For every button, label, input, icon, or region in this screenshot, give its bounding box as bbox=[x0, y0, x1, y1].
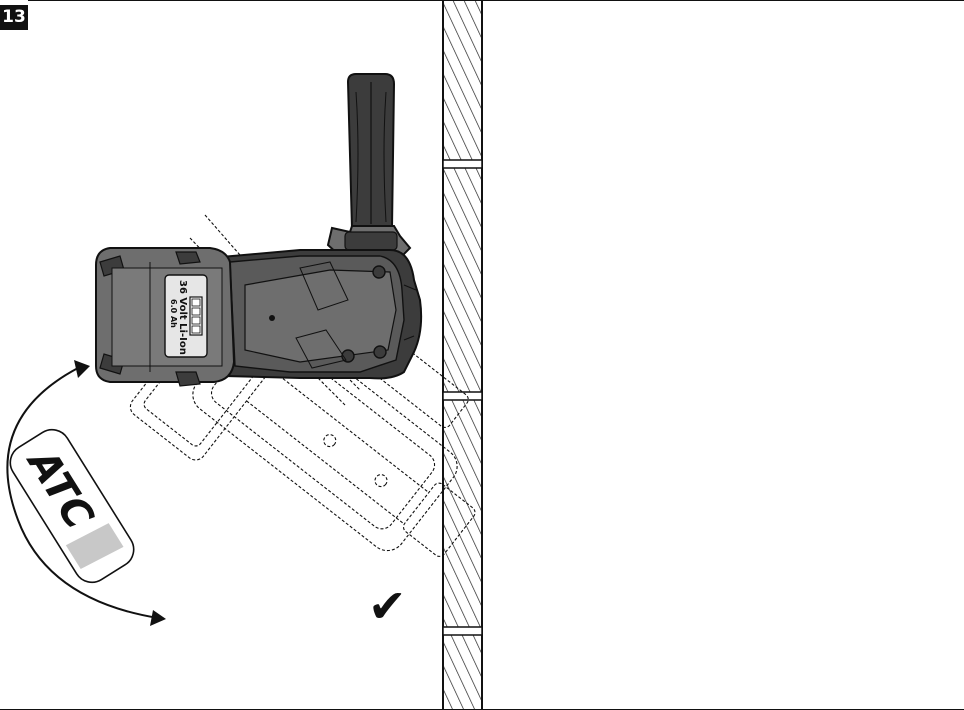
figure-number: 13 bbox=[0, 5, 28, 30]
battery-pack: 36 Volt Li-Ion 6.0 Ah bbox=[95, 247, 236, 387]
battery-label-plate: 36 Volt Li-Ion 6.0 Ah bbox=[164, 274, 208, 358]
checkmark-icon: ✔ bbox=[368, 579, 407, 633]
battery-capacity-label: 6.0 Ah bbox=[169, 299, 178, 328]
top-rule bbox=[28, 0, 964, 1]
wall bbox=[442, 0, 483, 710]
tool-body bbox=[208, 249, 423, 380]
rotation-arrow bbox=[6, 360, 166, 626]
charge-indicator bbox=[189, 296, 203, 336]
wall-mortar-joints bbox=[442, 159, 483, 636]
side-handle bbox=[326, 73, 412, 257]
atc-logo: ATC bbox=[9, 428, 135, 584]
battery-voltage-label: 36 Volt Li-Ion bbox=[177, 280, 188, 355]
